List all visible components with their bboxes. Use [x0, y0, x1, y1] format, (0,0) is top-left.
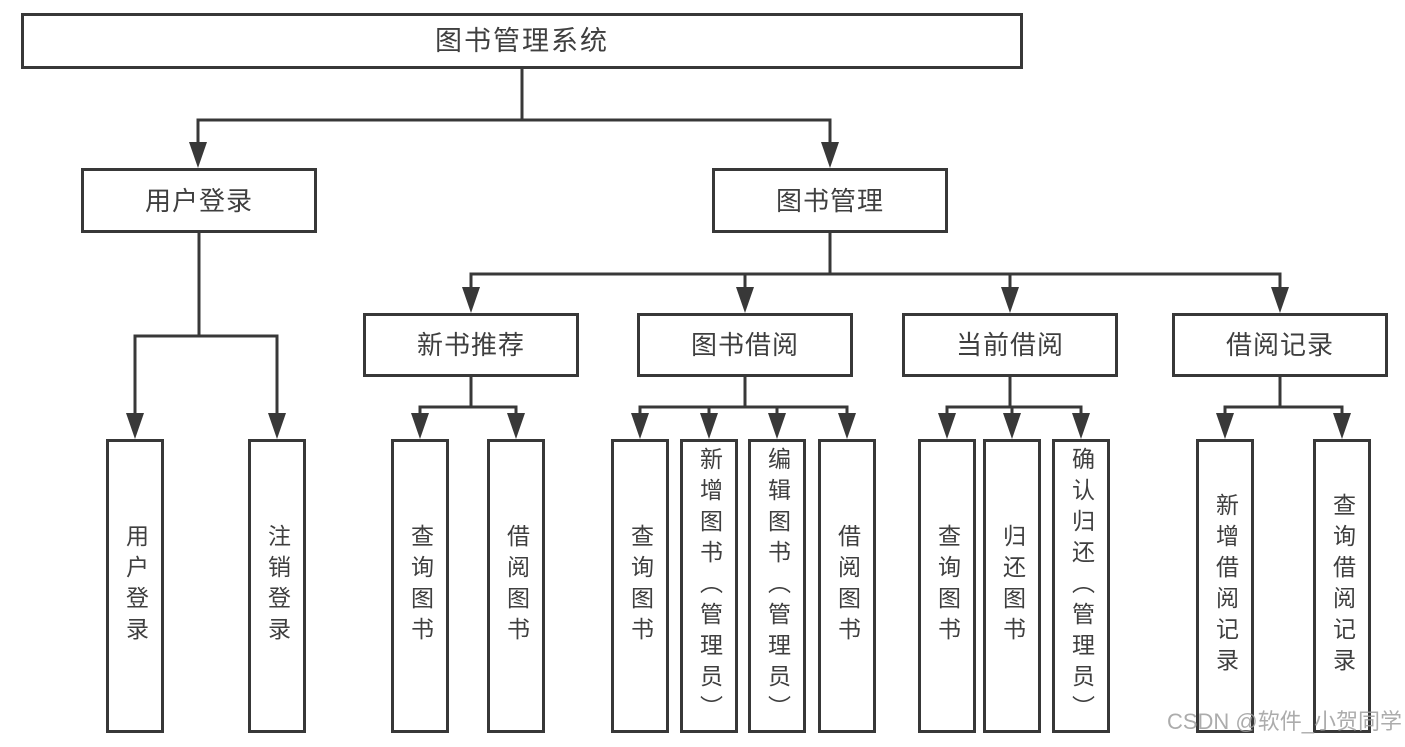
leaf-logout: 注销登录	[248, 439, 306, 733]
leaf-add-book-admin: 新增图书（管理员）	[680, 439, 738, 733]
connector-records-branch	[1223, 375, 1344, 419]
arrowhead-icon	[1216, 413, 1234, 439]
leaf-user-login: 用户登录	[106, 439, 164, 733]
leaf-query-books-borrow: 查询图书	[611, 439, 669, 733]
node-book-management: 图书管理	[712, 168, 948, 233]
arrowhead-icon	[736, 287, 754, 313]
leaf-query-books-recommend: 查询图书	[391, 439, 449, 733]
leaf-confirm-return-admin: 确认归还（管理员）	[1052, 439, 1110, 733]
arrowhead-icon	[838, 413, 856, 439]
arrowhead-icon	[462, 287, 480, 313]
node-new-book-recommend: 新书推荐	[363, 313, 579, 377]
leaf-edit-book-admin: 编辑图书（管理员）	[748, 439, 806, 733]
node-user-login: 用户登录	[81, 168, 317, 233]
arrowhead-icon	[938, 413, 956, 439]
leaf-query-books-current: 查询图书	[918, 439, 976, 733]
arrowhead-icon	[1072, 413, 1090, 439]
connector-borrow-branch	[638, 375, 849, 419]
connector-user-login-branch	[133, 230, 279, 419]
arrowhead-icon	[507, 413, 525, 439]
arrowhead-icon	[268, 413, 286, 439]
node-book-borrow: 图书借阅	[637, 313, 853, 377]
connector-management-bus	[469, 230, 1282, 293]
node-current-borrow: 当前借阅	[902, 313, 1118, 377]
arrowhead-icon	[700, 413, 718, 439]
leaf-borrow-books-recommend: 借阅图书	[487, 439, 545, 733]
arrowhead-icon	[1001, 287, 1019, 313]
arrowhead-icon	[768, 413, 786, 439]
arrowhead-icon	[411, 413, 429, 439]
connector-recommend-branch	[418, 375, 518, 419]
leaf-borrow-books: 借阅图书	[818, 439, 876, 733]
arrowhead-icon	[631, 413, 649, 439]
arrowhead-icon	[1003, 413, 1021, 439]
arrowhead-icon	[821, 142, 839, 168]
arrowhead-icon	[126, 413, 144, 439]
node-book-management-system: 图书管理系统	[21, 13, 1023, 69]
arrowhead-icon	[1333, 413, 1351, 439]
arrowhead-icon	[189, 142, 207, 168]
connector-current-branch	[945, 375, 1083, 419]
arrowhead-icon	[1271, 287, 1289, 313]
node-borrow-records: 借阅记录	[1172, 313, 1388, 377]
leaf-add-borrow-record: 新增借阅记录	[1196, 439, 1254, 733]
connector-root-bus	[196, 67, 832, 148]
csdn-watermark: CSDN @软件_小贺同学	[1166, 709, 1402, 734]
leaf-return-books: 归还图书	[983, 439, 1041, 733]
leaf-query-borrow-record: 查询借阅记录	[1313, 439, 1371, 733]
